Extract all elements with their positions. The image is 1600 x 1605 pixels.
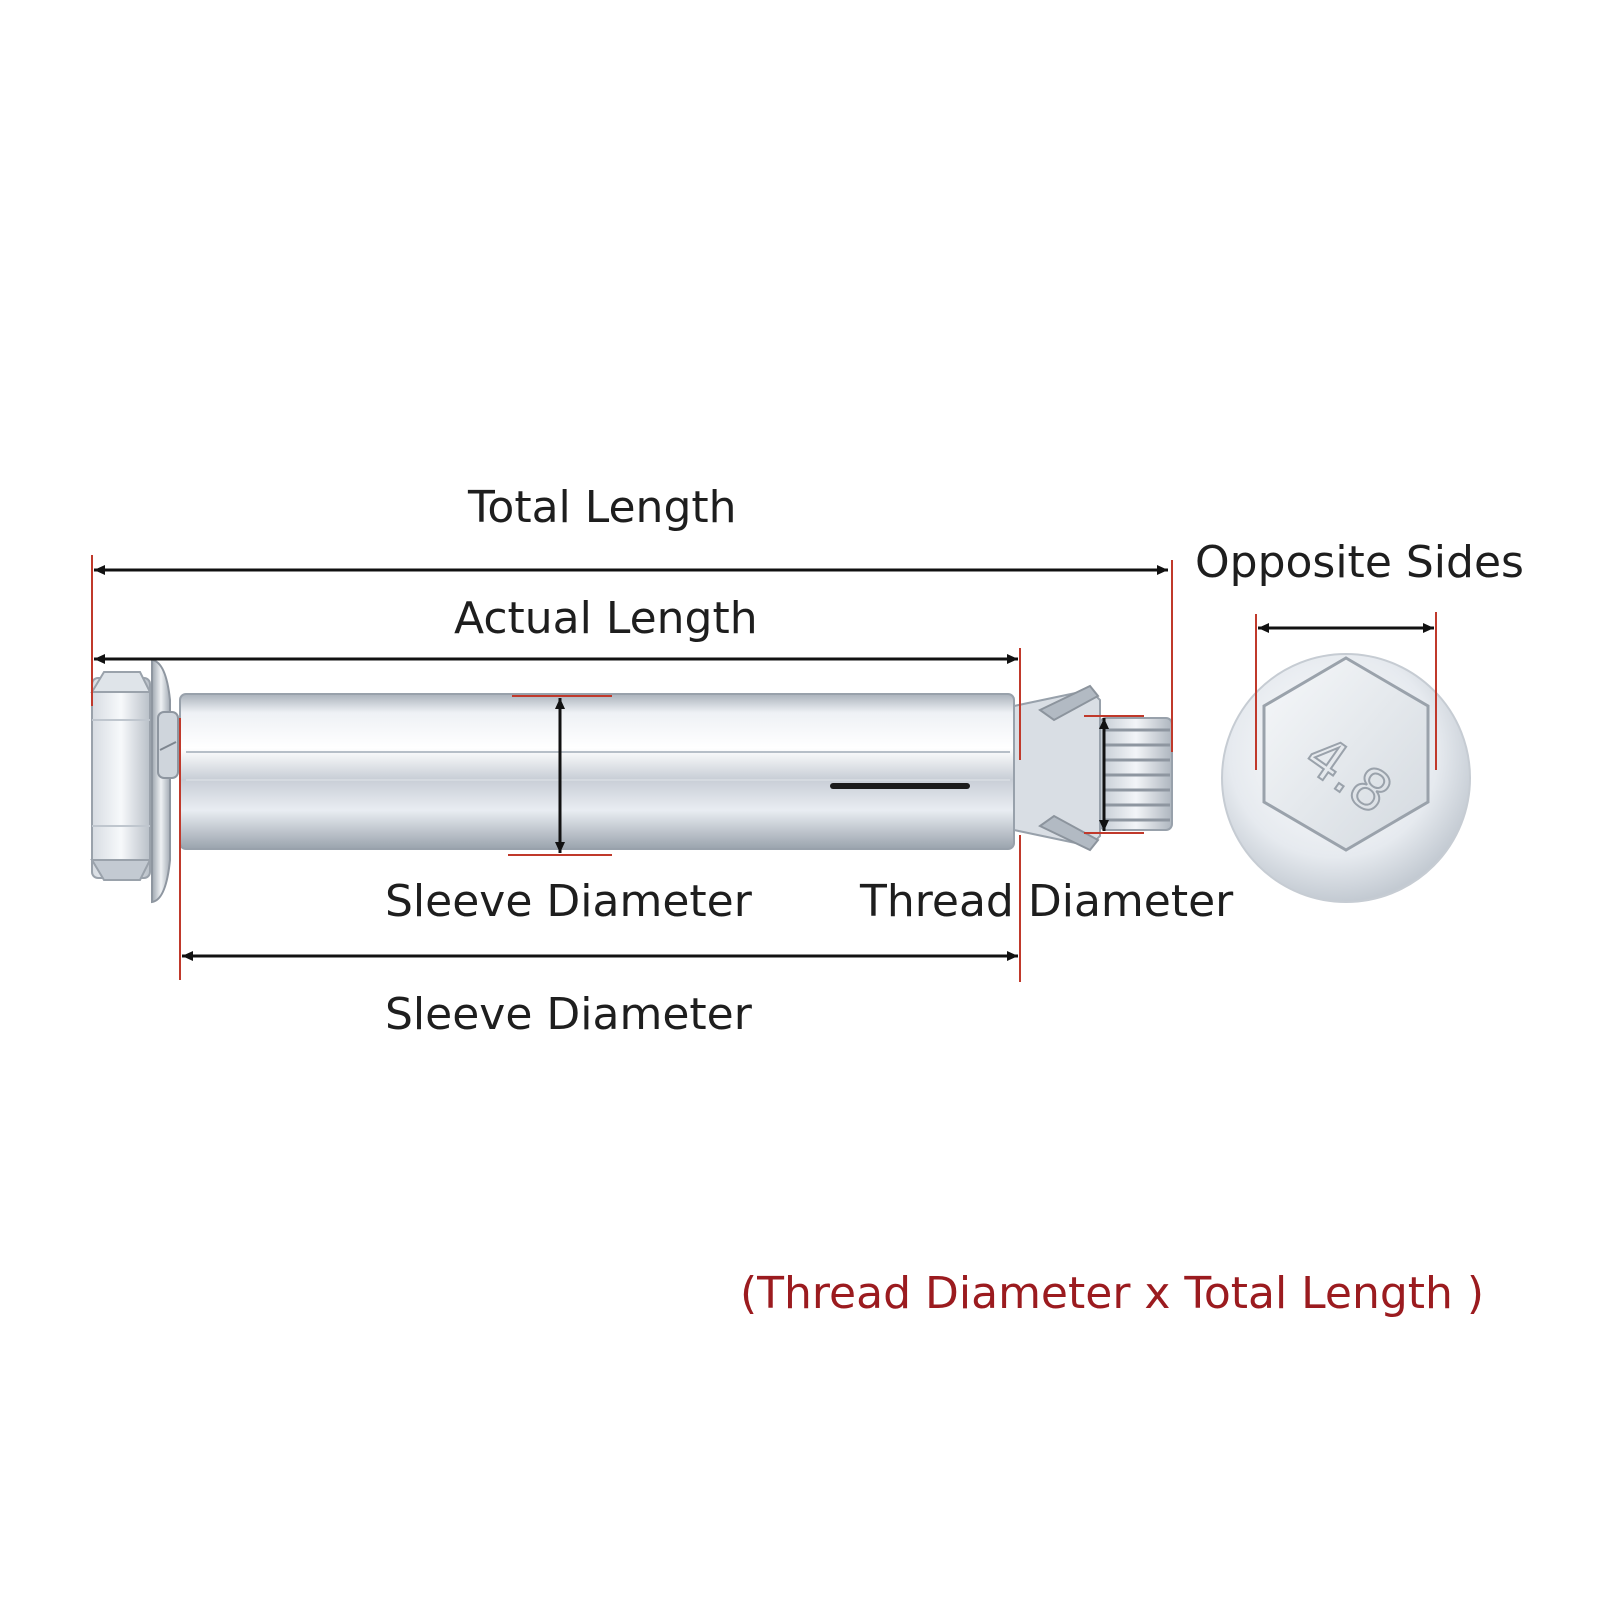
sleeve-diameter-label: Sleeve Diameter [385,876,752,927]
extension-lines [91,555,1437,982]
expansion-cone [1013,684,1101,852]
spring-washer [157,711,179,779]
thread-diameter-label: Thread Diameter [860,876,1234,927]
hex-head [90,671,152,881]
size-formula-note: (Thread Diameter x Total Length ) [740,1268,1485,1319]
dimension-arrows [94,565,1434,961]
sleeve [179,693,1036,850]
actual-length-label: Actual Length [454,593,758,644]
sleeve-length-label: Sleeve Diameter [385,989,752,1040]
flat-washer [151,658,171,904]
hex-outline [1262,656,1430,852]
opposite-sides-label: Opposite Sides [1195,537,1524,588]
bolt-head-top-view: 4.8 [1221,653,1471,903]
expansion-bolt-illustration [90,658,1173,904]
threaded-rod-end [1099,717,1173,831]
total-length-label: Total Length [468,482,737,533]
